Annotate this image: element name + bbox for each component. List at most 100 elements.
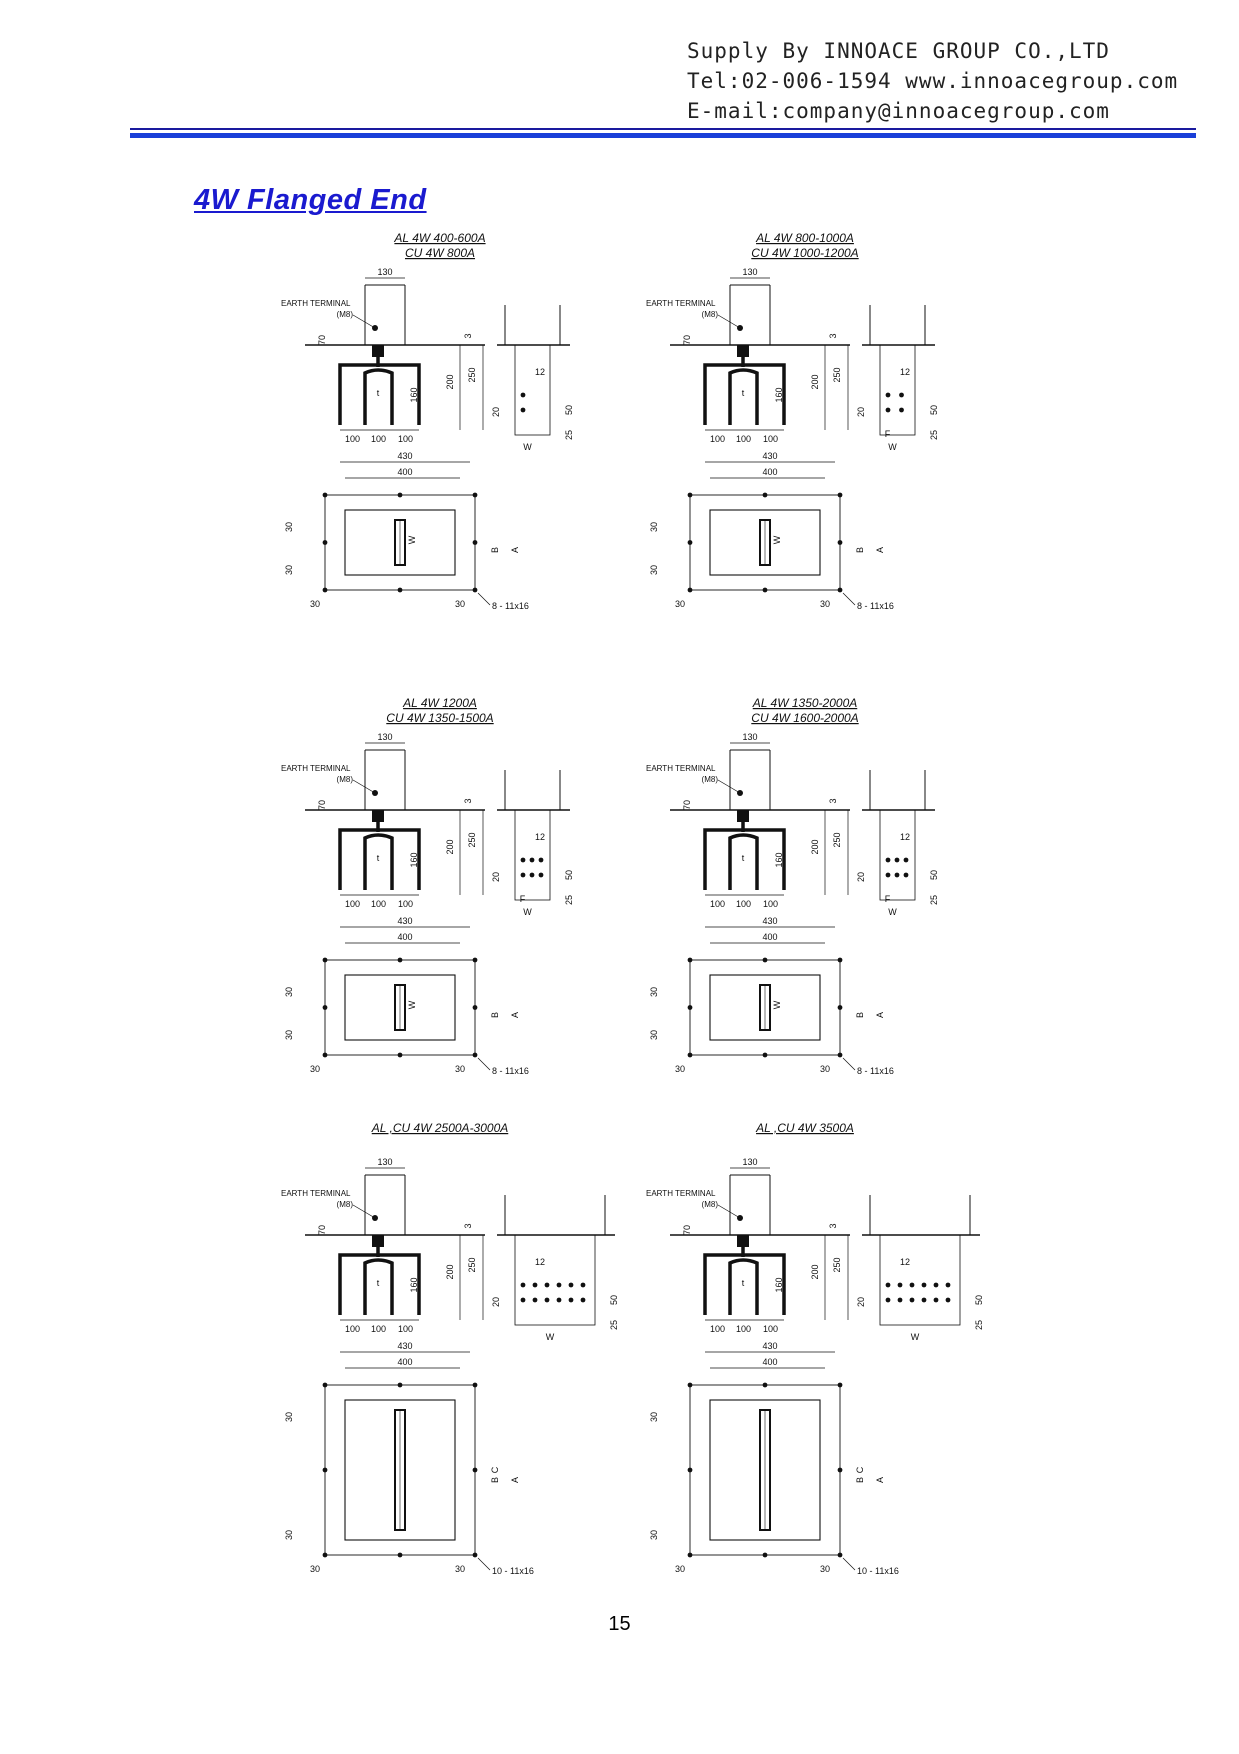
svg-text:30: 30 <box>675 1064 685 1074</box>
svg-text:W: W <box>523 442 532 452</box>
svg-text:B: B <box>490 547 500 553</box>
supplier-name: Supply By INNOACE GROUP CO.,LTD <box>687 39 1110 63</box>
svg-text:A: A <box>875 547 885 553</box>
drawing-caption: CU 4W 800A <box>405 246 475 260</box>
svg-text:W: W <box>407 535 417 544</box>
svg-text:430: 430 <box>762 916 777 926</box>
bolt-spec: 8 - 11x16 <box>857 601 894 611</box>
drawing-caption: CU 4W 1000-1200A <box>751 246 858 260</box>
svg-text:3: 3 <box>828 798 838 803</box>
svg-text:160: 160 <box>409 387 419 402</box>
drawing-caption: AL ,CU 4W 3500A <box>755 1121 854 1135</box>
header-rule-thin <box>130 128 1196 130</box>
svg-text:30: 30 <box>284 987 294 997</box>
svg-text:30: 30 <box>820 1564 830 1574</box>
svg-text:30: 30 <box>820 1064 830 1074</box>
svg-text:200: 200 <box>810 374 820 389</box>
svg-text:100: 100 <box>763 434 778 444</box>
drawing-caption: AL 4W 800-1000A <box>755 231 854 245</box>
svg-text:30: 30 <box>455 1564 465 1574</box>
svg-text:30: 30 <box>675 1564 685 1574</box>
drawing-caption: AL ,CU 4W 2500A-3000A <box>371 1121 509 1135</box>
svg-text:100: 100 <box>371 1324 386 1334</box>
svg-text:A: A <box>510 547 520 553</box>
svg-text:B: B <box>855 1477 865 1483</box>
drawing-caption: CU 4W 1350-1500A <box>386 711 493 725</box>
dim-130: 130 <box>742 267 757 277</box>
svg-text:B: B <box>490 1012 500 1018</box>
svg-text:3: 3 <box>828 333 838 338</box>
svg-text:12: 12 <box>900 832 910 842</box>
svg-text:W: W <box>888 442 897 452</box>
svg-text:250: 250 <box>832 832 842 847</box>
svg-text:400: 400 <box>762 932 777 942</box>
svg-text:50: 50 <box>609 1295 619 1305</box>
earth-terminal-label: EARTH TERMINAL <box>646 299 716 308</box>
svg-text:30: 30 <box>649 1530 659 1540</box>
svg-text:30: 30 <box>675 599 685 609</box>
svg-text:200: 200 <box>810 1264 820 1279</box>
svg-text:100: 100 <box>345 1324 360 1334</box>
svg-text:400: 400 <box>762 1357 777 1367</box>
svg-text:100: 100 <box>345 899 360 909</box>
svg-text:50: 50 <box>564 405 574 415</box>
svg-text:t: t <box>377 388 380 398</box>
svg-text:250: 250 <box>467 832 477 847</box>
svg-text:30: 30 <box>649 987 659 997</box>
svg-text:100: 100 <box>710 899 725 909</box>
svg-text:W: W <box>546 1332 555 1342</box>
svg-text:t: t <box>742 1278 745 1288</box>
svg-text:100: 100 <box>763 899 778 909</box>
svg-text:430: 430 <box>397 916 412 926</box>
svg-text:30: 30 <box>649 522 659 532</box>
bolt-spec: 10 - 11x16 <box>857 1566 899 1576</box>
svg-text:50: 50 <box>974 1295 984 1305</box>
svg-text:70: 70 <box>317 1225 327 1235</box>
svg-text:30: 30 <box>284 522 294 532</box>
svg-text:30: 30 <box>284 565 294 575</box>
svg-text:3: 3 <box>463 798 473 803</box>
svg-text:3: 3 <box>463 333 473 338</box>
m8-label: (M8) <box>337 775 354 784</box>
svg-text:160: 160 <box>409 852 419 867</box>
page-number: 15 <box>608 1613 631 1635</box>
dim-130: 130 <box>377 1157 392 1167</box>
svg-text:20: 20 <box>491 1297 501 1307</box>
supplier-contact: Tel:02-006-1594 www.innoacegroup.com <box>687 69 1179 93</box>
svg-text:W: W <box>772 1000 782 1009</box>
svg-text:100: 100 <box>371 434 386 444</box>
dim-130: 130 <box>377 267 392 277</box>
svg-text:30: 30 <box>310 1564 320 1574</box>
svg-text:t: t <box>742 388 745 398</box>
header-rule-thick <box>130 133 1196 138</box>
m8-label: (M8) <box>337 310 354 319</box>
svg-text:100: 100 <box>763 1324 778 1334</box>
bolt-spec: 8 - 11x16 <box>492 1066 529 1076</box>
svg-text:200: 200 <box>810 839 820 854</box>
drawing-caption: AL 4W 400-600A <box>393 231 485 245</box>
svg-text:50: 50 <box>929 870 939 880</box>
svg-text:A: A <box>510 1012 520 1018</box>
svg-text:70: 70 <box>682 800 692 810</box>
svg-text:100: 100 <box>398 899 413 909</box>
svg-text:30: 30 <box>310 599 320 609</box>
svg-text:430: 430 <box>397 451 412 461</box>
drawing-caption: AL 4W 1200A <box>402 696 477 710</box>
svg-text:t: t <box>377 1278 380 1288</box>
svg-text:25: 25 <box>564 430 574 440</box>
svg-text:200: 200 <box>445 374 455 389</box>
svg-text:100: 100 <box>736 1324 751 1334</box>
svg-text:F: F <box>885 894 891 904</box>
svg-text:30: 30 <box>310 1064 320 1074</box>
earth-terminal-label: EARTH TERMINAL <box>281 1189 351 1198</box>
svg-text:250: 250 <box>832 367 842 382</box>
svg-text:30: 30 <box>820 599 830 609</box>
svg-text:W: W <box>772 535 782 544</box>
svg-text:20: 20 <box>491 872 501 882</box>
svg-text:100: 100 <box>398 434 413 444</box>
svg-text:A: A <box>875 1012 885 1018</box>
page-title: 4W Flanged End <box>194 184 427 216</box>
svg-text:70: 70 <box>682 335 692 345</box>
